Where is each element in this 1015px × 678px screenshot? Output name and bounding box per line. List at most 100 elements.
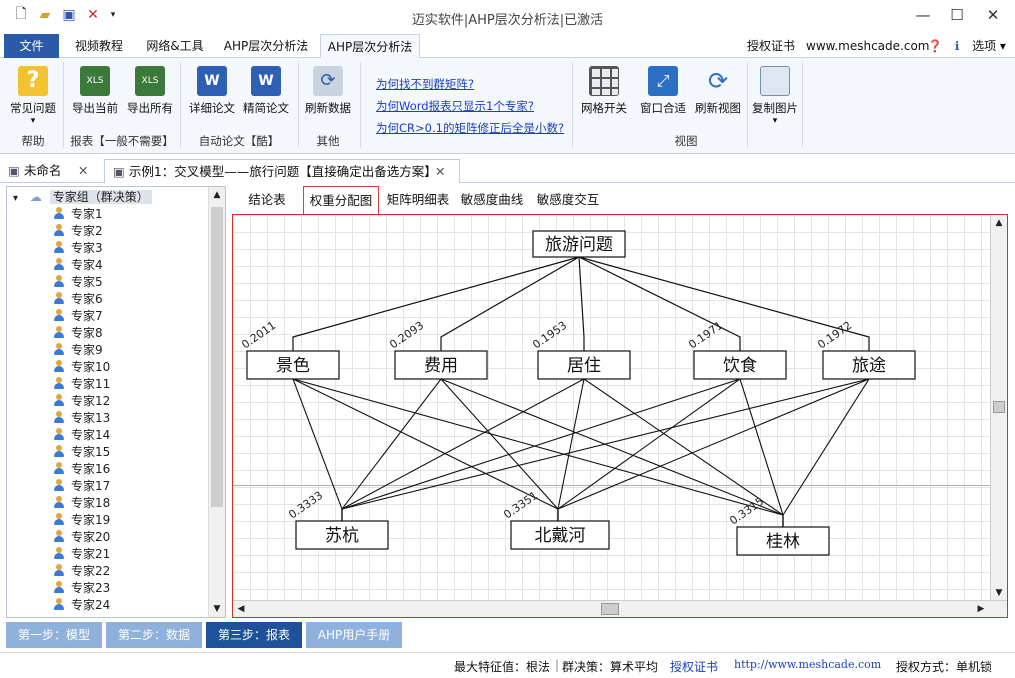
tab-sensitivity-interactive[interactable]: 敏感度交互 [536,192,600,207]
tab-network-tools[interactable]: 网络&工具 [146,39,204,53]
canvas-vertical-scrollbar[interactable]: ▲ ▼ [990,215,1007,601]
tree-item-expert[interactable]: 专家3 [53,240,203,257]
dropdown-arrow-icon[interactable]: ▾ [110,10,116,20]
tools-icon[interactable]: ✕ [87,7,99,23]
refresh-data-button[interactable]: ⟳ 刷新数据 [303,66,353,124]
tab-matrix-detail[interactable]: 矩阵明细表 [386,192,450,207]
step3-button[interactable]: 第三步：报表 [206,622,302,648]
fit-window-button[interactable]: ⤢ 窗口合适 [636,66,690,124]
tree-scroll-thumb[interactable] [211,207,223,507]
tree-item-expert[interactable]: 专家21 [53,546,203,563]
tree-scrollbar[interactable]: ▲ ▼ [208,187,225,617]
tree-item-expert[interactable]: 专家15 [53,444,203,461]
copy-image-button[interactable]: 复制图片▾ [750,66,800,126]
vscroll-thumb[interactable] [993,401,1005,413]
doc-tab-untitled[interactable]: ▣未命名 ✕ [8,159,100,183]
export-all-label: 导出所有 [127,101,173,115]
hscroll-thumb[interactable] [601,603,619,615]
scroll-down-icon[interactable]: ▼ [213,604,221,614]
tree-item-expert[interactable]: 专家4 [53,257,203,274]
scroll-right-icon[interactable]: ▶ [977,604,985,614]
tree-item-label: 专家21 [71,547,111,561]
tree-item-expert[interactable]: 专家23 [53,580,203,597]
tree-item-expert[interactable]: 专家6 [53,291,203,308]
license-link[interactable]: 授权证书 [746,39,795,53]
scroll-up-icon[interactable]: ▲ [213,190,221,200]
tree-item-expert[interactable]: 专家11 [53,376,203,393]
tab-sensitivity-curve[interactable]: 敏感度曲线 [460,192,524,207]
refresh-data-label: 刷新数据 [305,101,351,115]
open-folder-icon[interactable]: ▰ [39,7,51,23]
tree-item-expert[interactable]: 专家20 [53,529,203,546]
tree-item-expert[interactable]: 专家19 [53,512,203,529]
close-icon[interactable]: ✕ [435,164,446,179]
user-manual-button[interactable]: AHP用户手册 [306,622,402,648]
tab-ahp-1[interactable]: AHP层次分析法 [223,39,309,53]
tree-root[interactable]: ▾ ☁ 专家组（群决策） [13,189,209,206]
collapse-icon[interactable]: ▾ [13,193,19,204]
new-file-icon[interactable]: 🗋 [15,6,27,22]
alternative-weight-label: 0.3315 [727,495,766,528]
doc-tab-example[interactable]: ▣示例1：交叉模型——旅行问题【直接确定出备选方案】 ✕ [104,159,460,183]
scroll-left-icon[interactable]: ◀ [237,604,245,614]
tab-ahp-2[interactable]: AHP层次分析法 [320,34,420,59]
tree-item-expert[interactable]: 专家8 [53,325,203,342]
tab-weight-chart[interactable]: 权重分配图 [303,186,379,214]
maximize-icon[interactable]: ☐ [950,6,964,24]
help-icon[interactable]: ❓ [927,39,943,53]
tree-item-expert[interactable]: 专家12 [53,393,203,410]
tree-item-expert[interactable]: 专家10 [53,359,203,376]
info-icon[interactable]: ℹ [954,39,960,53]
grid-toggle-label: 网格开关 [581,101,627,115]
tree-item-expert[interactable]: 专家2 [53,223,203,240]
tab-video-tutorial[interactable]: 视频教程 [74,39,123,53]
user-icon [53,411,65,424]
export-all-button[interactable]: XLS 导出所有 [124,66,176,124]
user-icon [53,547,65,560]
criterion-node-label: 费用 [424,356,458,376]
criterion-weight-label: 0.2093 [387,319,426,352]
export-current-button[interactable]: XLS 导出当前 [70,66,120,124]
step1-button[interactable]: 第一步：模型 [6,622,102,648]
tree-item-expert[interactable]: 专家24 [53,597,203,614]
save-icon[interactable]: ▣ [62,7,76,23]
status-license-link[interactable]: 授权证书 [670,660,719,674]
tree-item-expert[interactable]: 专家17 [53,478,203,495]
faq-link-group-matrix[interactable]: 为何找不到群矩阵? [376,77,475,91]
tree-item-expert[interactable]: 专家5 [53,274,203,291]
grid-toggle-button[interactable]: 网格开关 [578,66,630,124]
scroll-down-icon[interactable]: ▼ [995,588,1003,598]
goal-node-label: 旅游问题 [545,235,613,255]
canvas-horizontal-scrollbar[interactable]: ◀ ▶ [233,600,1007,617]
criterion-weight-label: 0.1953 [530,319,569,352]
tab-file[interactable]: 文件 [4,34,59,58]
tree-item-label: 专家11 [71,377,111,391]
help-button[interactable]: ? 常见问题▾ [10,66,56,126]
scroll-up-icon[interactable]: ▲ [995,218,1003,228]
website-link[interactable]: www.meshcade.com [806,39,930,53]
tree-item-expert[interactable]: 专家9 [53,342,203,359]
tree-item-expert[interactable]: 专家13 [53,410,203,427]
refresh-view-button[interactable]: ⟳ 刷新视图 [692,66,744,124]
minimize-icon[interactable]: — [915,6,931,24]
faq-link-word-report[interactable]: 为何Word报表只显示1个专家? [376,99,534,113]
close-icon[interactable]: ✕ [78,163,89,178]
tree-item-expert[interactable]: 专家1 [53,206,203,223]
concise-paper-button[interactable]: W 精简论文 [240,66,292,124]
options-menu[interactable]: 选项 ▾ [972,39,1006,53]
detailed-paper-button[interactable]: W 详细论文 [186,66,238,124]
tab-conclusion[interactable]: 结论表 [248,192,286,207]
tree-item-expert[interactable]: 专家7 [53,308,203,325]
tree-item-expert[interactable]: 专家14 [53,427,203,444]
status-url[interactable]: http://www.meshcade.com [734,658,882,671]
tree-item-expert[interactable]: 专家18 [53,495,203,512]
tree-item-expert[interactable]: 专家22 [53,563,203,580]
step2-button[interactable]: 第二步：数据 [106,622,202,648]
close-icon[interactable]: ✕ [986,6,1000,24]
goal-node-box [532,230,626,258]
tree-item-expert[interactable]: 专家16 [53,461,203,478]
criterion-node-box [822,350,916,380]
tree-item-label: 专家12 [71,394,111,408]
faq-link-cr-matrix[interactable]: 为何CR>0.1的矩阵修正后全是小数? [376,121,565,135]
